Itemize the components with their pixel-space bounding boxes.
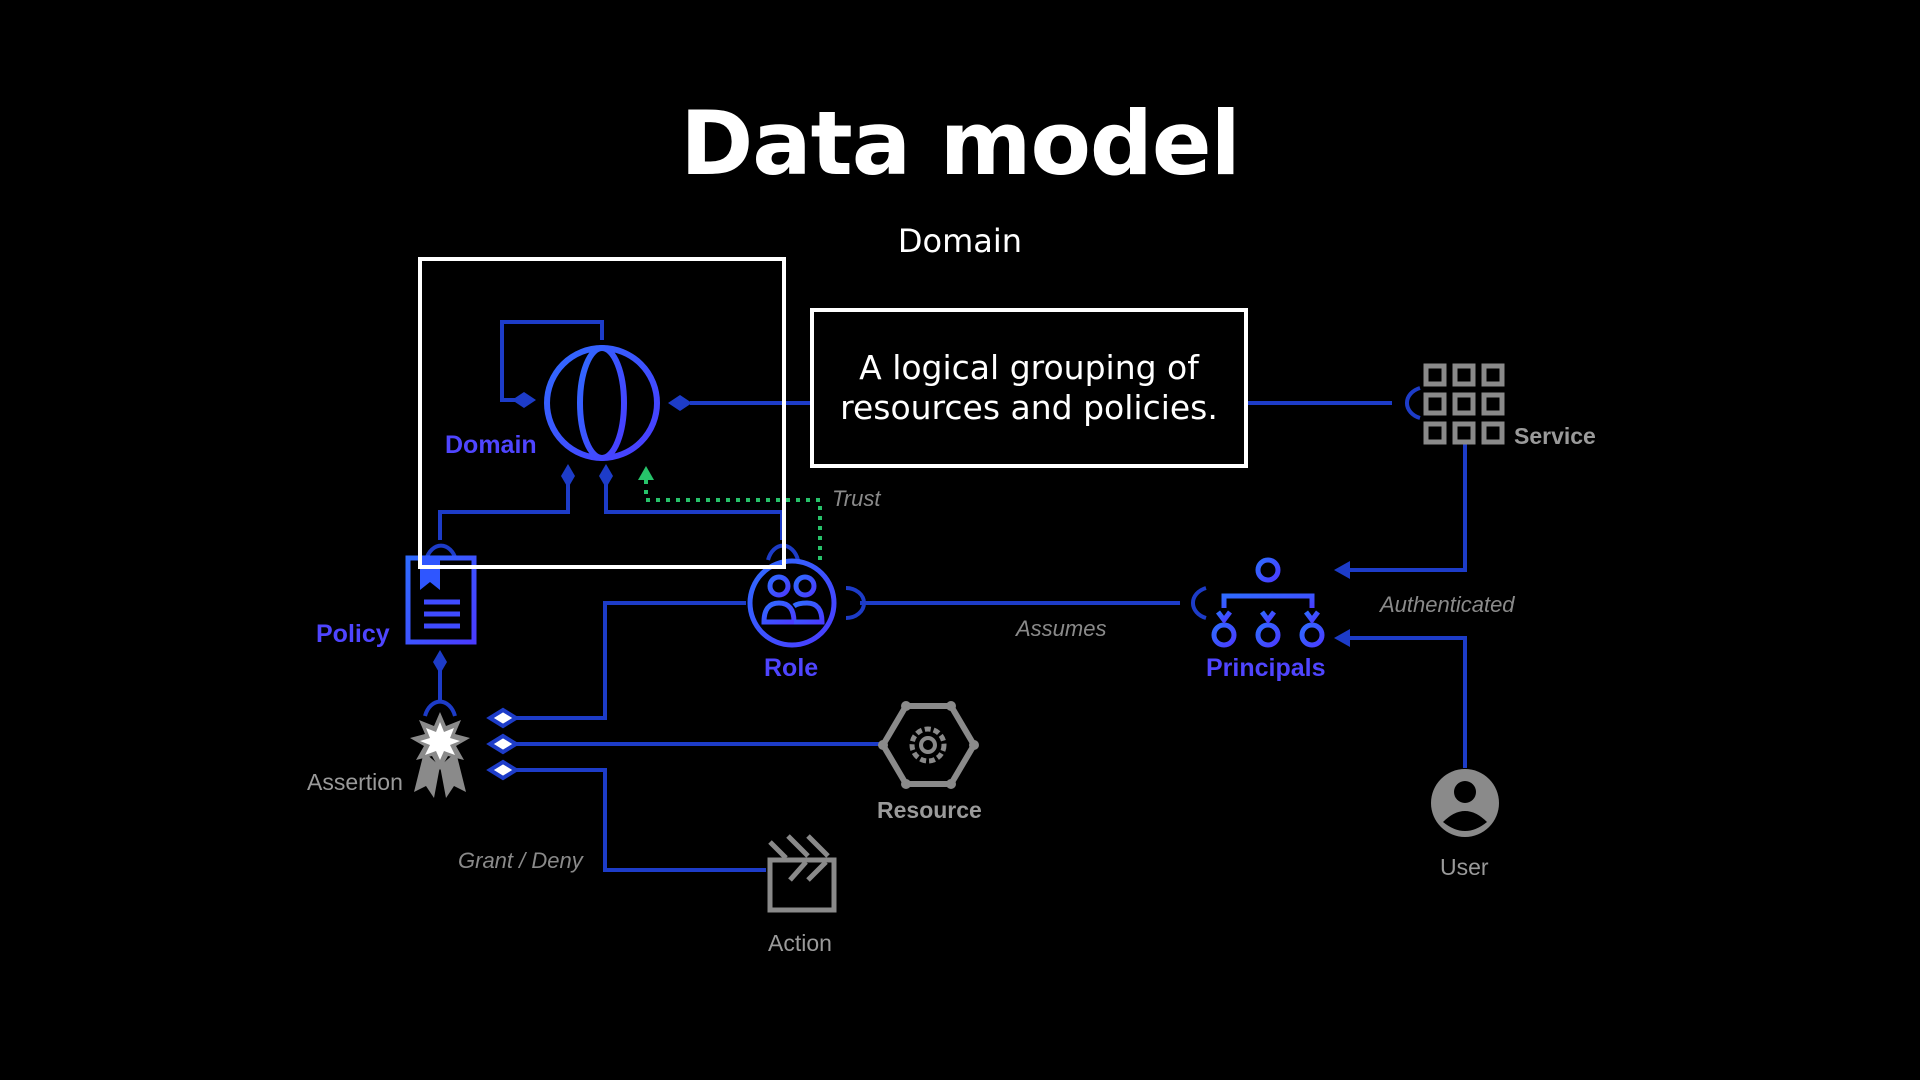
arrowhead <box>1334 561 1350 579</box>
group-icon <box>747 558 837 648</box>
globe-icon <box>544 345 660 461</box>
service-principals-line <box>1345 444 1467 572</box>
open-diamond-marker <box>486 733 520 755</box>
diamond-marker <box>433 650 447 674</box>
user-icon <box>1431 769 1499 837</box>
open-diamond-marker <box>486 759 520 781</box>
edge-label-trust: Trust <box>832 486 881 511</box>
page-title: Data model <box>680 92 1241 195</box>
arrowhead <box>1334 629 1350 647</box>
node-label-policy: Policy <box>316 620 390 648</box>
gear-icon <box>878 701 979 789</box>
diamond-markers <box>433 392 692 674</box>
crow-foot <box>423 699 457 717</box>
document-icon <box>405 555 477 645</box>
trust-arrowhead <box>638 466 654 480</box>
focus-highlight-box <box>418 257 786 569</box>
crow-foot <box>1404 386 1421 420</box>
org-chart-icon <box>1211 557 1325 648</box>
node-label-assertion: Assertion <box>307 769 403 795</box>
grid-icon <box>1423 363 1505 445</box>
domain-policy-line <box>438 480 570 540</box>
badge-icon <box>410 712 470 798</box>
connectors <box>438 320 1467 872</box>
edge-label-authenticated: Authenticated <box>1380 592 1515 617</box>
node-label-role: Role <box>764 654 819 682</box>
diamond-marker <box>561 464 575 488</box>
node-label-principals: Principals <box>1206 654 1326 682</box>
node-label-user: User <box>1440 854 1489 880</box>
callout-box: A logical grouping of resources and poli… <box>810 308 1248 468</box>
crow-foot <box>845 586 866 620</box>
node-label-action: Action <box>768 930 832 956</box>
assertion-action-line <box>512 768 766 872</box>
node-label-service: Service <box>1514 423 1596 449</box>
user-principals-line <box>1345 636 1467 768</box>
diamond-marker <box>512 392 536 408</box>
node-label-domain: Domain <box>445 431 537 459</box>
crow-foot <box>1190 586 1207 620</box>
clapperboard-icon <box>767 834 837 913</box>
crow-foot <box>424 543 458 561</box>
diamond-marker <box>599 464 613 488</box>
open-diamond-markers <box>486 707 520 781</box>
assertion-role-line <box>512 601 746 720</box>
edge-label-assumes: Assumes <box>1016 616 1107 641</box>
callout-text: A logical grouping of resources and poli… <box>840 348 1218 427</box>
node-label-resource: Resource <box>877 797 982 823</box>
domain-self-loop <box>500 320 604 402</box>
open-diamond-marker <box>486 707 520 729</box>
section-subtitle: Domain <box>897 222 1023 260</box>
diamond-marker <box>668 395 692 411</box>
edge-label-grant-deny: Grant / Deny <box>458 848 583 873</box>
trust-line <box>644 472 822 560</box>
